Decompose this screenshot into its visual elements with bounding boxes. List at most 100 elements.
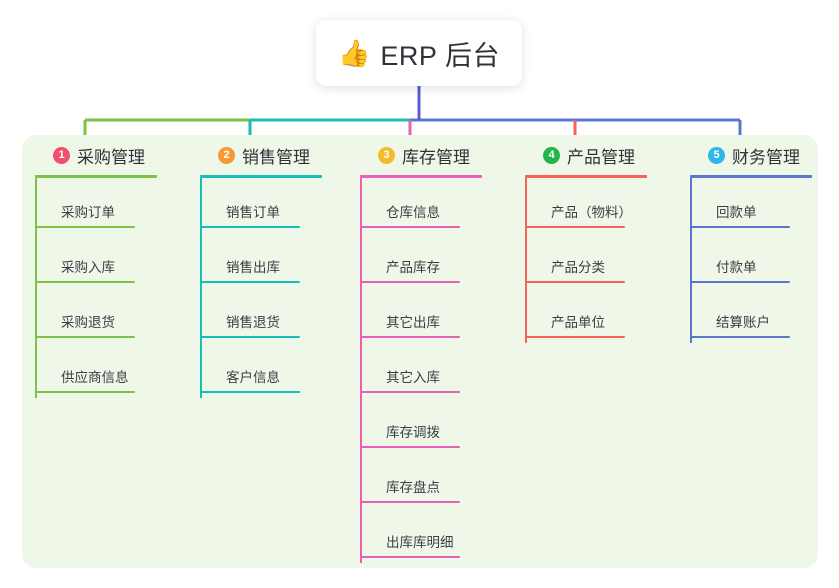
branch-item-spine [200,343,202,398]
branch-badge-icon: 3 [378,146,395,164]
branch-item-underline [200,226,300,228]
branch-item-underline [690,226,790,228]
branch-item-label: 回款单 [716,205,757,220]
branch-item[interactable]: 结算账户 [690,288,839,343]
branch-item[interactable]: 销售订单 [200,178,365,233]
branch-item-list: 回款单付款单结算账户 [690,178,839,343]
branch-item-label: 产品库存 [386,260,440,275]
branch-item-underline [525,281,625,283]
branch-item[interactable]: 库存调拨 [360,398,525,453]
branch-item-spine [360,178,362,233]
branch-item-spine [360,508,362,563]
branch-title: 财务管理 [732,147,800,167]
branch-badge-icon: 2 [218,146,235,164]
branch-item-underline [360,391,460,393]
branch-item-spine [690,233,692,288]
branch-item-underline [360,501,460,503]
branch-item-spine [360,398,362,453]
branch-item-label: 销售出库 [226,260,280,275]
branch-item-underline [360,446,460,448]
thumbs-up-icon: 👍 [338,38,371,68]
branch-item-label: 仓库信息 [386,205,440,220]
branch-item[interactable]: 回款单 [690,178,839,233]
branch-item[interactable]: 其它入库 [360,343,525,398]
branch-item[interactable]: 产品库存 [360,233,525,288]
branch-item-spine [360,343,362,398]
branch-badge-icon: 1 [53,146,70,164]
branch-item-spine [360,288,362,343]
branch-item-underline [525,226,625,228]
branch-column-5: 5 财务管理回款单付款单结算账户 [690,135,839,343]
branch-item[interactable]: 客户信息 [200,343,365,398]
branch-item-label: 销售订单 [226,205,280,220]
branch-item-spine [35,233,37,288]
branch-header-underline [35,175,157,178]
branch-item-spine [200,288,202,343]
branch-item-underline [360,281,460,283]
branch-item-spine [525,233,527,288]
branch-item-spine [525,288,527,343]
branch-item-label: 结算账户 [716,315,770,330]
branch-item[interactable]: 采购订单 [35,178,200,233]
branch-item[interactable]: 库存盘点 [360,453,525,508]
branch-item[interactable]: 采购入库 [35,233,200,288]
branch-badge-icon: 4 [543,146,560,164]
branch-item-label: 产品单位 [551,315,605,330]
branch-item[interactable]: 产品（物料） [525,178,690,233]
branch-header-2[interactable]: 2 销售管理 [200,135,365,175]
branch-item-underline [200,336,300,338]
branch-item-list: 仓库信息产品库存其它出库其它入库库存调拨库存盘点出库库明细 [360,178,525,563]
branch-item-list: 销售订单销售出库销售退货客户信息 [200,178,365,398]
branch-item-label: 付款单 [716,260,757,275]
branch-item-underline [690,336,790,338]
branch-title: 销售管理 [242,147,310,167]
branch-item-spine [690,178,692,233]
branch-item-spine [690,288,692,343]
branch-item-label: 采购订单 [61,205,115,220]
branch-item[interactable]: 供应商信息 [35,343,200,398]
branch-item[interactable]: 出库库明细 [360,508,525,563]
branch-item-label: 产品（物料） [551,205,632,220]
branch-item-spine [360,453,362,508]
branch-item[interactable]: 其它出库 [360,288,525,343]
branch-item-spine [200,178,202,233]
branch-item[interactable]: 仓库信息 [360,178,525,233]
root-node-content: 👍 ERP 后台 [338,34,500,73]
branch-badge-icon: 5 [708,146,725,164]
branch-header-underline [525,175,647,178]
branch-item-spine [35,343,37,398]
branch-title: 库存管理 [402,147,470,167]
branch-item[interactable]: 付款单 [690,233,839,288]
branch-item-spine [360,233,362,288]
branch-column-2: 2 销售管理销售订单销售出库销售退货客户信息 [200,135,365,398]
branch-header-underline [690,175,812,178]
branch-item[interactable]: 销售退货 [200,288,365,343]
branch-item-label: 其它出库 [386,315,440,330]
branch-item-underline [360,226,460,228]
branch-item[interactable]: 销售出库 [200,233,365,288]
branch-item-label: 库存调拨 [386,425,440,440]
branch-item-underline [35,391,135,393]
branch-item-label: 其它入库 [386,370,440,385]
branch-header-3[interactable]: 3 库存管理 [360,135,525,175]
branch-item[interactable]: 产品分类 [525,233,690,288]
branch-item-label: 销售退货 [226,315,280,330]
branch-item[interactable]: 产品单位 [525,288,690,343]
branch-item-underline [360,556,460,558]
branch-item[interactable]: 采购退货 [35,288,200,343]
branch-item-underline [35,281,135,283]
branch-item-label: 出库库明细 [386,535,454,550]
branch-item-underline [525,336,625,338]
branch-item-label: 采购退货 [61,315,115,330]
root-node[interactable]: 👍 ERP 后台 [316,20,522,86]
branch-item-label: 采购入库 [61,260,115,275]
branch-header-5[interactable]: 5 财务管理 [690,135,839,175]
branch-item-list: 采购订单采购入库采购退货供应商信息 [35,178,200,398]
branch-item-label: 客户信息 [226,370,280,385]
